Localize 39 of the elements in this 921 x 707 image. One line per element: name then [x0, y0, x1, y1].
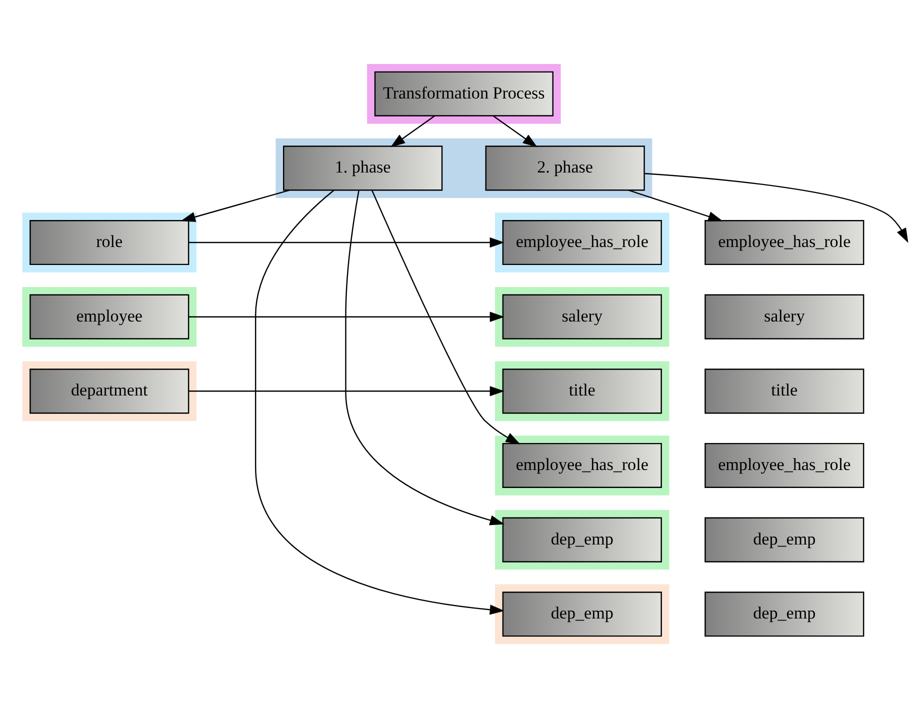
- arrow: [345, 190, 505, 525]
- cluster: [22, 286, 196, 346]
- node-box: employee_has_role: [704, 442, 864, 488]
- arrow: [644, 172, 908, 242]
- cluster: [367, 64, 561, 124]
- node-box: Transformation Process: [374, 70, 554, 116]
- node-box: 1. phase: [283, 145, 443, 190]
- arrow: [371, 190, 520, 444]
- node-box: department: [30, 368, 190, 414]
- node-box: employee_has_role: [502, 219, 662, 265]
- node-box: employee: [30, 294, 190, 339]
- cluster: [495, 212, 670, 272]
- node-box: role: [30, 219, 190, 265]
- cluster: [495, 584, 670, 644]
- node-box: employee_has_role: [502, 442, 662, 488]
- cluster: [22, 360, 196, 421]
- cluster: [276, 138, 652, 198]
- node-box: salery: [502, 294, 662, 339]
- node-box: dep_emp: [704, 591, 864, 636]
- node-box: salery: [704, 294, 864, 339]
- cluster: [495, 435, 670, 495]
- node-box: dep_emp: [502, 516, 662, 562]
- node-box: title: [502, 368, 662, 414]
- arrow: [628, 189, 723, 221]
- cluster: [495, 509, 670, 570]
- arrow: [180, 189, 290, 222]
- node-box: title: [704, 368, 864, 414]
- node-box: 2. phase: [485, 145, 645, 190]
- node-box: employee_has_role: [704, 219, 864, 265]
- node-box: dep_emp: [502, 591, 662, 636]
- arrow: [254, 189, 504, 614]
- arrow: [390, 114, 436, 147]
- arrow: [492, 114, 538, 147]
- cluster: [495, 286, 670, 346]
- node-box: dep_emp: [704, 516, 864, 562]
- arrow: [188, 386, 504, 396]
- cluster: [495, 360, 670, 421]
- arrow: [188, 236, 504, 248]
- arrow: [188, 311, 504, 322]
